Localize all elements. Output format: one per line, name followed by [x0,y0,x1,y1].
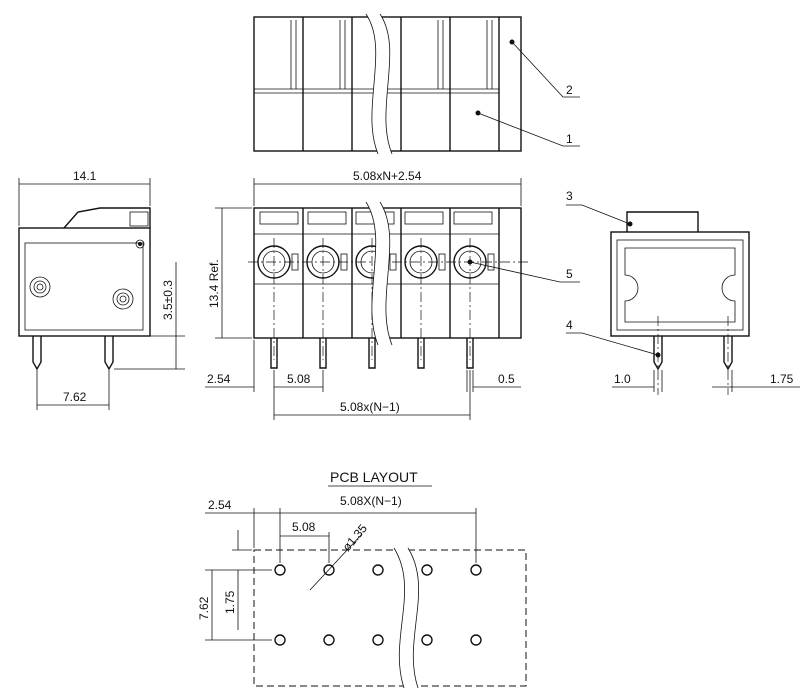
callout-5: 5 [467,259,580,283]
callout-4-label: 4 [566,318,573,332]
front-pitch-label: 5.08 [287,372,311,386]
side-right-right-dim-label: 1.75 [770,372,794,386]
top-view [253,13,522,155]
callout-1: 1 [475,110,580,147]
side-left-width-label: 14.1 [73,169,97,183]
pcb-layout: PCB LAYOUT 2.54 5.08X(N−1) 5.08 ø1 [197,469,527,689]
callout-2-label: 2 [566,83,573,97]
side-left-pitch-label: 7.62 [63,390,87,404]
front-edge-offset-label: 2.54 [207,372,231,386]
callout-3: 3 [566,189,633,227]
callout-1-label: 1 [566,132,573,146]
pcb-layout-title: PCB LAYOUT [330,469,418,485]
front-pin-span-label: 5.08x(N−1) [340,400,400,414]
side-view-right: 1.0 1.75 [610,211,800,395]
side-left-pin-height-label: 3.5±0.3 [161,280,175,320]
pcb-holes-top-row [274,564,482,576]
front-height-label: 13.4 Ref. [207,259,221,308]
pcb-row-spacing-label: 7.62 [197,596,211,620]
pcb-edge-offset-label: 2.54 [208,498,232,512]
callout-5-label: 5 [566,267,573,281]
callout-4: 4 [566,318,661,358]
callout-3-label: 3 [566,189,573,203]
side-view-left: 14.1 3.5±0.3 7.62 [18,169,185,410]
callout-2: 2 [509,39,580,98]
pcb-holes-bottom-row [274,634,482,646]
front-overall-width-label: 5.08xN+2.54 [353,169,422,183]
pcb-hole-diameter-label: ø1.35 [340,521,371,554]
side-right-left-dim-label: 1.0 [614,372,631,386]
pcb-pin-span-label: 5.08X(N−1) [340,494,402,508]
pcb-pitch-label: 5.08 [292,520,316,534]
front-view: 5.08xN+2.54 13.4 Ref. 2.54 5.08 5.08x(N−… [205,169,530,420]
front-pin-width-label: 0.5 [498,372,515,386]
pcb-row-offset-label: 1.75 [223,590,237,614]
